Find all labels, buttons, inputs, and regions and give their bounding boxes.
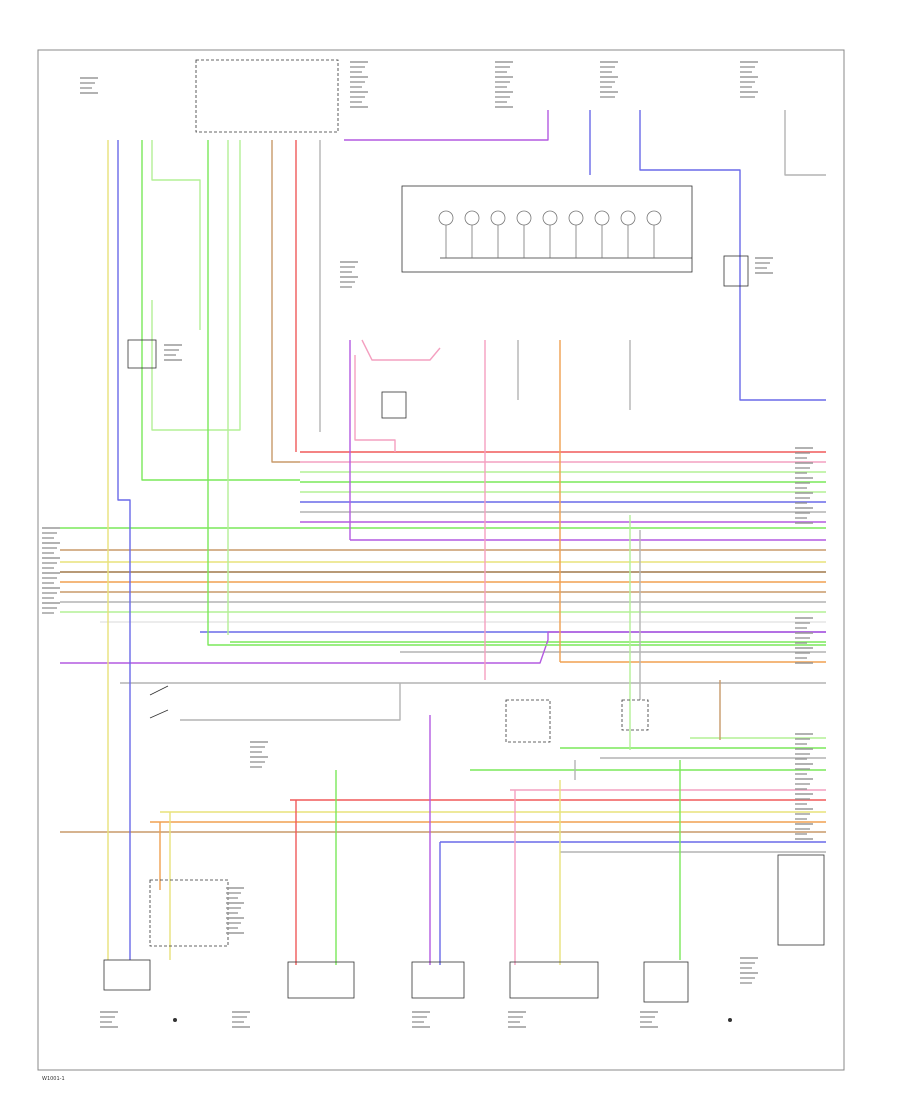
switch-contact-1 <box>149 685 169 696</box>
ignition-switch-box <box>195 59 339 133</box>
pressure-sensor-box <box>103 959 151 991</box>
meter-gauge-4 <box>542 210 558 226</box>
wire-blue-left <box>117 140 131 960</box>
meter-gauge-0 <box>438 210 454 226</box>
wire-gray-top-right <box>784 110 826 176</box>
switch-contact-2 <box>149 709 169 719</box>
meter-gauge-1 <box>464 210 480 226</box>
wire-ltgreen-left <box>151 140 201 330</box>
page-footer-code: W1001-1 <box>42 1076 65 1082</box>
combination-meter-box <box>401 185 693 273</box>
wire-blue-right-loop <box>639 110 826 401</box>
relay-right-box <box>723 255 749 287</box>
relay-lower-right-box <box>621 699 649 731</box>
speed-sensor-box <box>411 961 465 999</box>
meter-gauge-3 <box>516 210 532 226</box>
ground-point-left <box>173 1018 177 1022</box>
wire-pink-relay <box>354 355 396 452</box>
wire-green-vert <box>207 140 826 646</box>
relay-lower-center-box <box>505 699 551 743</box>
switch-block-lower-left <box>149 879 229 947</box>
meter-gauge-2 <box>490 210 506 226</box>
wire-gray-switch <box>180 683 401 721</box>
oxygen-sensor-1-box <box>287 961 355 999</box>
relay-center-box <box>381 391 407 419</box>
evap-valve-box <box>643 961 689 1003</box>
meter-gauge-7 <box>620 210 636 226</box>
wire-ltgreen-loop <box>151 140 241 431</box>
wires-layer <box>60 110 826 965</box>
ground-point-right <box>728 1018 732 1022</box>
oxygen-sensor-2-box <box>509 961 599 999</box>
meter-gauge-5 <box>568 210 584 226</box>
wire-violet-left-feed <box>60 631 826 664</box>
meter-gauge-8 <box>646 210 662 226</box>
connector-block-right <box>777 854 825 946</box>
meter-gauge-6 <box>594 210 610 226</box>
relay-left-box <box>127 339 157 369</box>
wire-tan-vert <box>271 140 300 463</box>
wire-violet-top <box>344 110 549 141</box>
diagram-border <box>37 49 845 1071</box>
components-layer <box>37 49 845 1071</box>
wire-green-left <box>141 140 300 481</box>
wire-pink-short <box>361 339 441 361</box>
